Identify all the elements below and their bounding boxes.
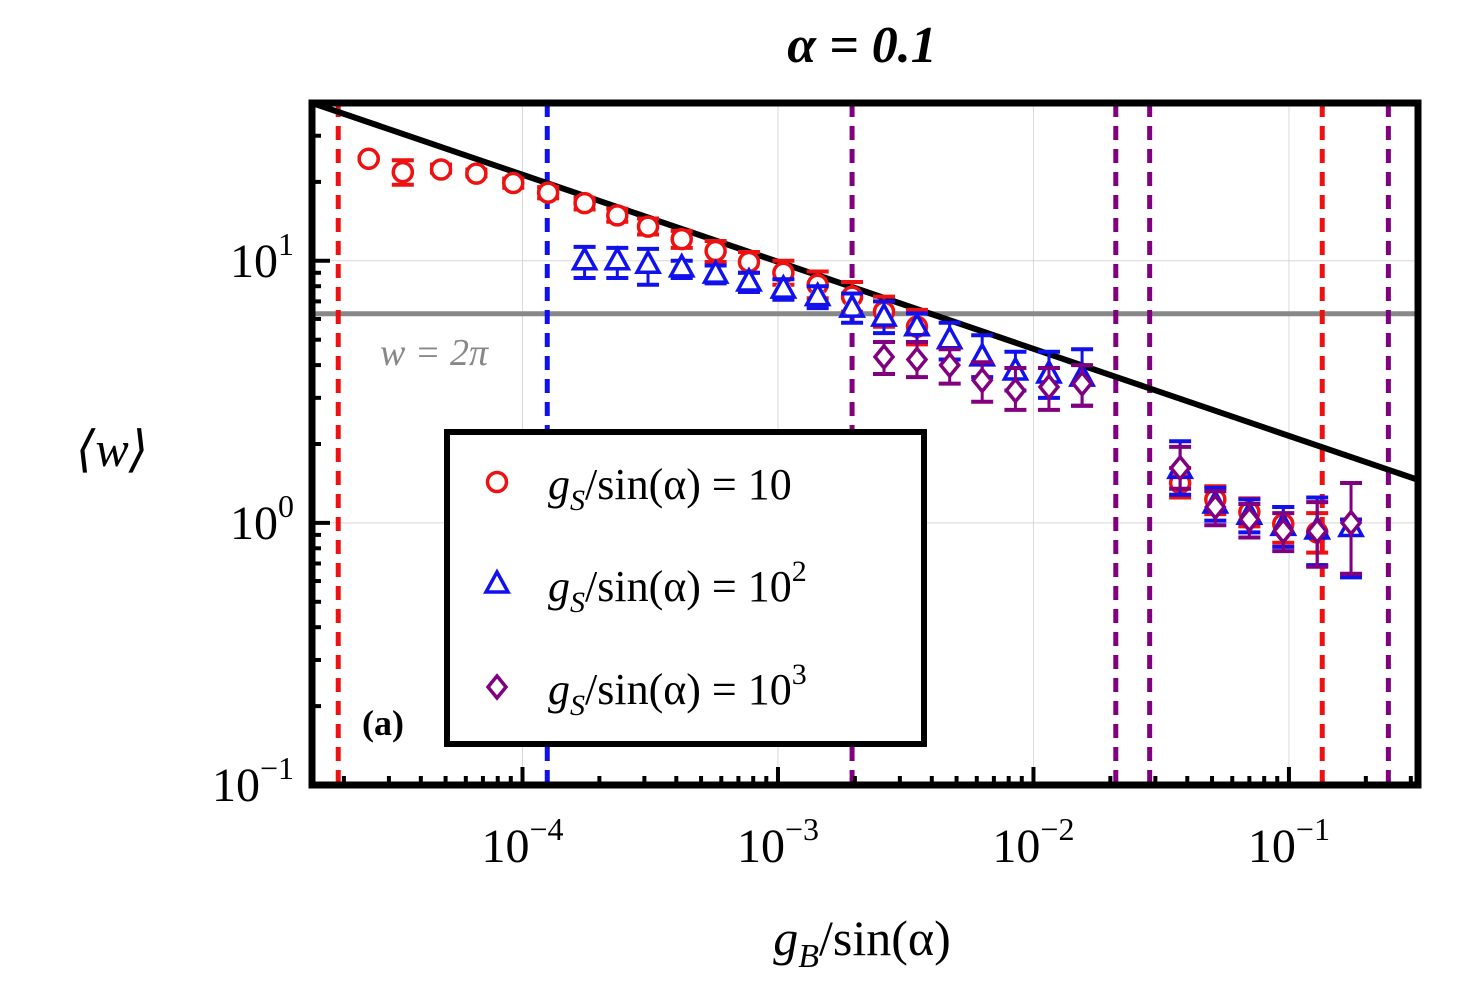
data-layer	[357, 147, 1365, 580]
legend: gS/sin(α) = 10 gS/sin(α) = 102 gS/sin(α) =…	[444, 429, 927, 747]
point-fill	[505, 175, 522, 192]
point-fill	[609, 207, 626, 224]
data-point	[1004, 376, 1027, 405]
data-point	[1305, 517, 1329, 545]
point-fill	[707, 242, 724, 259]
data-point	[1238, 505, 1261, 534]
data-point	[1204, 493, 1227, 521]
panel-label: (a)	[362, 703, 404, 743]
data-point	[667, 252, 696, 278]
legend-marker	[483, 568, 511, 594]
fit-layer	[312, 103, 1418, 483]
data-point	[391, 160, 415, 184]
y-tick-label: 101	[230, 226, 294, 288]
legend-box	[444, 429, 927, 747]
data-point	[570, 245, 599, 271]
data-point	[938, 351, 961, 379]
point-fill	[433, 161, 450, 178]
legend-marker	[485, 470, 509, 494]
data-point	[1037, 373, 1061, 401]
point-fill	[468, 165, 485, 182]
data-point	[1070, 369, 1094, 398]
data-point	[1339, 509, 1363, 537]
fit-line	[312, 103, 1418, 483]
data-point	[634, 248, 662, 275]
data-point	[603, 245, 632, 271]
point-fill	[360, 150, 377, 167]
x-tick-label: 10−1	[1248, 811, 1330, 873]
data-point	[838, 292, 867, 318]
reference-line-label: w = 2π	[380, 332, 489, 374]
data-point	[803, 280, 832, 307]
data-point	[670, 227, 693, 251]
legend-label: gS/sin(α) = 102	[548, 555, 807, 619]
data-point	[735, 266, 763, 292]
legend-marker	[485, 673, 509, 701]
plot-frame	[308, 99, 1422, 789]
data-point	[357, 147, 380, 171]
x-tick-label: 10−3	[737, 811, 819, 873]
data-point	[970, 366, 994, 395]
data-point	[903, 311, 931, 337]
axis-ticks: 10−4 10−3 10−2 10−1 10−1 100 101	[212, 101, 1413, 873]
y-axis-label: ⟨w⟩	[76, 421, 148, 477]
data-point	[429, 158, 453, 181]
legend-label: gS/sin(α) = 10	[548, 460, 792, 517]
data-point	[636, 215, 660, 238]
point-fill	[576, 195, 593, 212]
point-fill	[775, 264, 792, 281]
point-fill	[394, 164, 411, 181]
data-point	[465, 162, 488, 185]
data-point	[536, 181, 560, 204]
x-axis-label: gB/sin(α)	[773, 910, 951, 975]
series-diamond	[872, 339, 1363, 576]
data-point	[905, 345, 929, 374]
chart-title: α = 0.1	[787, 17, 936, 74]
data-point	[501, 171, 525, 195]
data-point	[606, 204, 629, 227]
data-point	[701, 258, 730, 284]
x-tick-label: 10−2	[992, 811, 1074, 873]
point-fill	[540, 184, 557, 201]
data-point	[872, 343, 896, 371]
data-point	[1168, 454, 1192, 482]
point-fill	[640, 218, 657, 235]
legend-label: gS/sin(α) = 103	[548, 658, 807, 722]
y-tick-label: 10−1	[212, 750, 294, 812]
y-tick-label: 100	[230, 488, 294, 550]
point-fill	[673, 231, 690, 248]
point-fill	[740, 253, 757, 270]
data-point	[870, 301, 898, 327]
data-point	[573, 191, 596, 215]
x-tick-label: 10−4	[481, 811, 563, 873]
data-point	[1271, 517, 1295, 545]
data-point	[769, 273, 798, 299]
